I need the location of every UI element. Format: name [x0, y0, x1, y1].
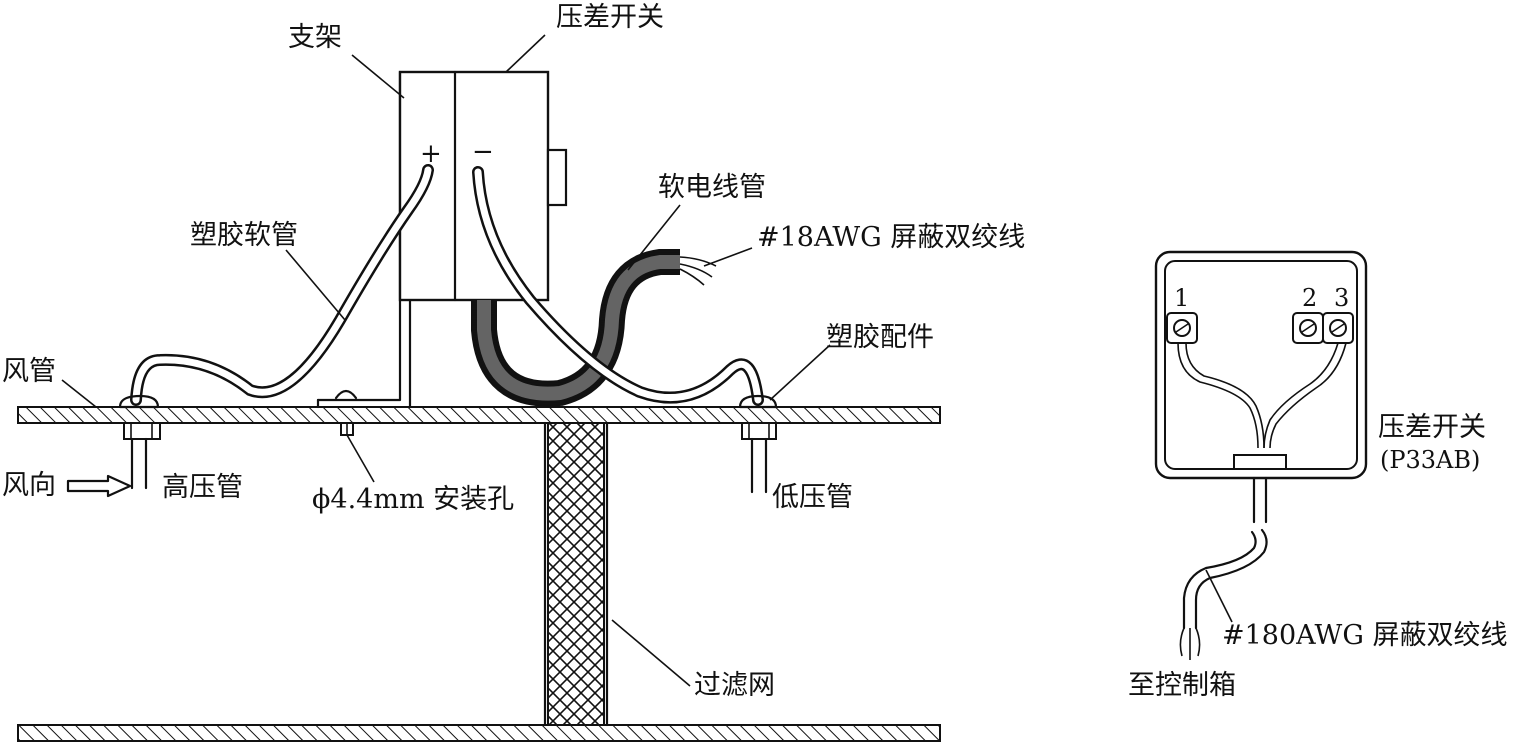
cable-label-right: #180AWG 屏蔽双绞线	[1222, 620, 1507, 651]
destination-label: 至控制箱	[1128, 670, 1236, 701]
bracket	[316, 70, 412, 409]
filter-label: 过滤网	[694, 670, 775, 701]
cable-ends	[679, 256, 717, 286]
fitting-left	[118, 394, 161, 490]
fitting-label: 塑胶配件	[826, 322, 934, 353]
terminal-2	[1292, 312, 1324, 344]
wind-direction-label: 风向	[2, 470, 56, 501]
terminal-1-number: 1	[1174, 284, 1189, 312]
duct-wall-bottom	[17, 724, 941, 742]
high-pressure-label: 高压管	[162, 472, 243, 503]
low-pressure-label: 低压管	[772, 482, 853, 513]
hose-label: 塑胶软管	[190, 220, 298, 251]
terminal-1	[1166, 312, 1198, 344]
bracket-label: 支架	[288, 22, 342, 53]
cable-label: #18AWG 屏蔽双绞线	[757, 222, 1025, 253]
terminal-2-number: 2	[1302, 284, 1317, 312]
soft-conduit-label: 软电线管	[658, 172, 766, 203]
switch-label-right: 压差开关	[1378, 412, 1486, 443]
wiring-diagram: 1 2 3 压差开关 (P33AB) #180AWG 屏蔽双绞线 至控制箱	[1128, 250, 1507, 701]
leader-lines	[61, 34, 831, 687]
duct-label: 风管	[2, 356, 56, 387]
switch-label: 压差开关	[556, 2, 664, 33]
minus-sign: −	[472, 137, 494, 167]
filter-mesh	[543, 421, 609, 727]
installation-drawing: + −	[2, 2, 1025, 742]
outgoing-cable	[1179, 476, 1268, 660]
high-pressure-hose	[130, 164, 434, 406]
plus-sign: +	[420, 139, 442, 169]
terminal-3-number: 3	[1334, 284, 1349, 312]
cable-gland	[1233, 454, 1287, 470]
low-pressure-hose	[472, 166, 764, 406]
duct-wall-top	[17, 406, 941, 424]
model-label: (P33AB)	[1380, 446, 1480, 474]
mounting-screw	[334, 389, 358, 436]
right-leader-lines	[1205, 569, 1233, 623]
terminal-3	[1322, 312, 1354, 344]
mounting-hole-label: ϕ4.4mm 安装孔	[312, 484, 514, 515]
internal-wires	[1177, 342, 1347, 449]
flexible-conduit	[471, 249, 680, 407]
fitting-right	[738, 394, 778, 494]
wind-direction-arrow	[66, 474, 132, 498]
